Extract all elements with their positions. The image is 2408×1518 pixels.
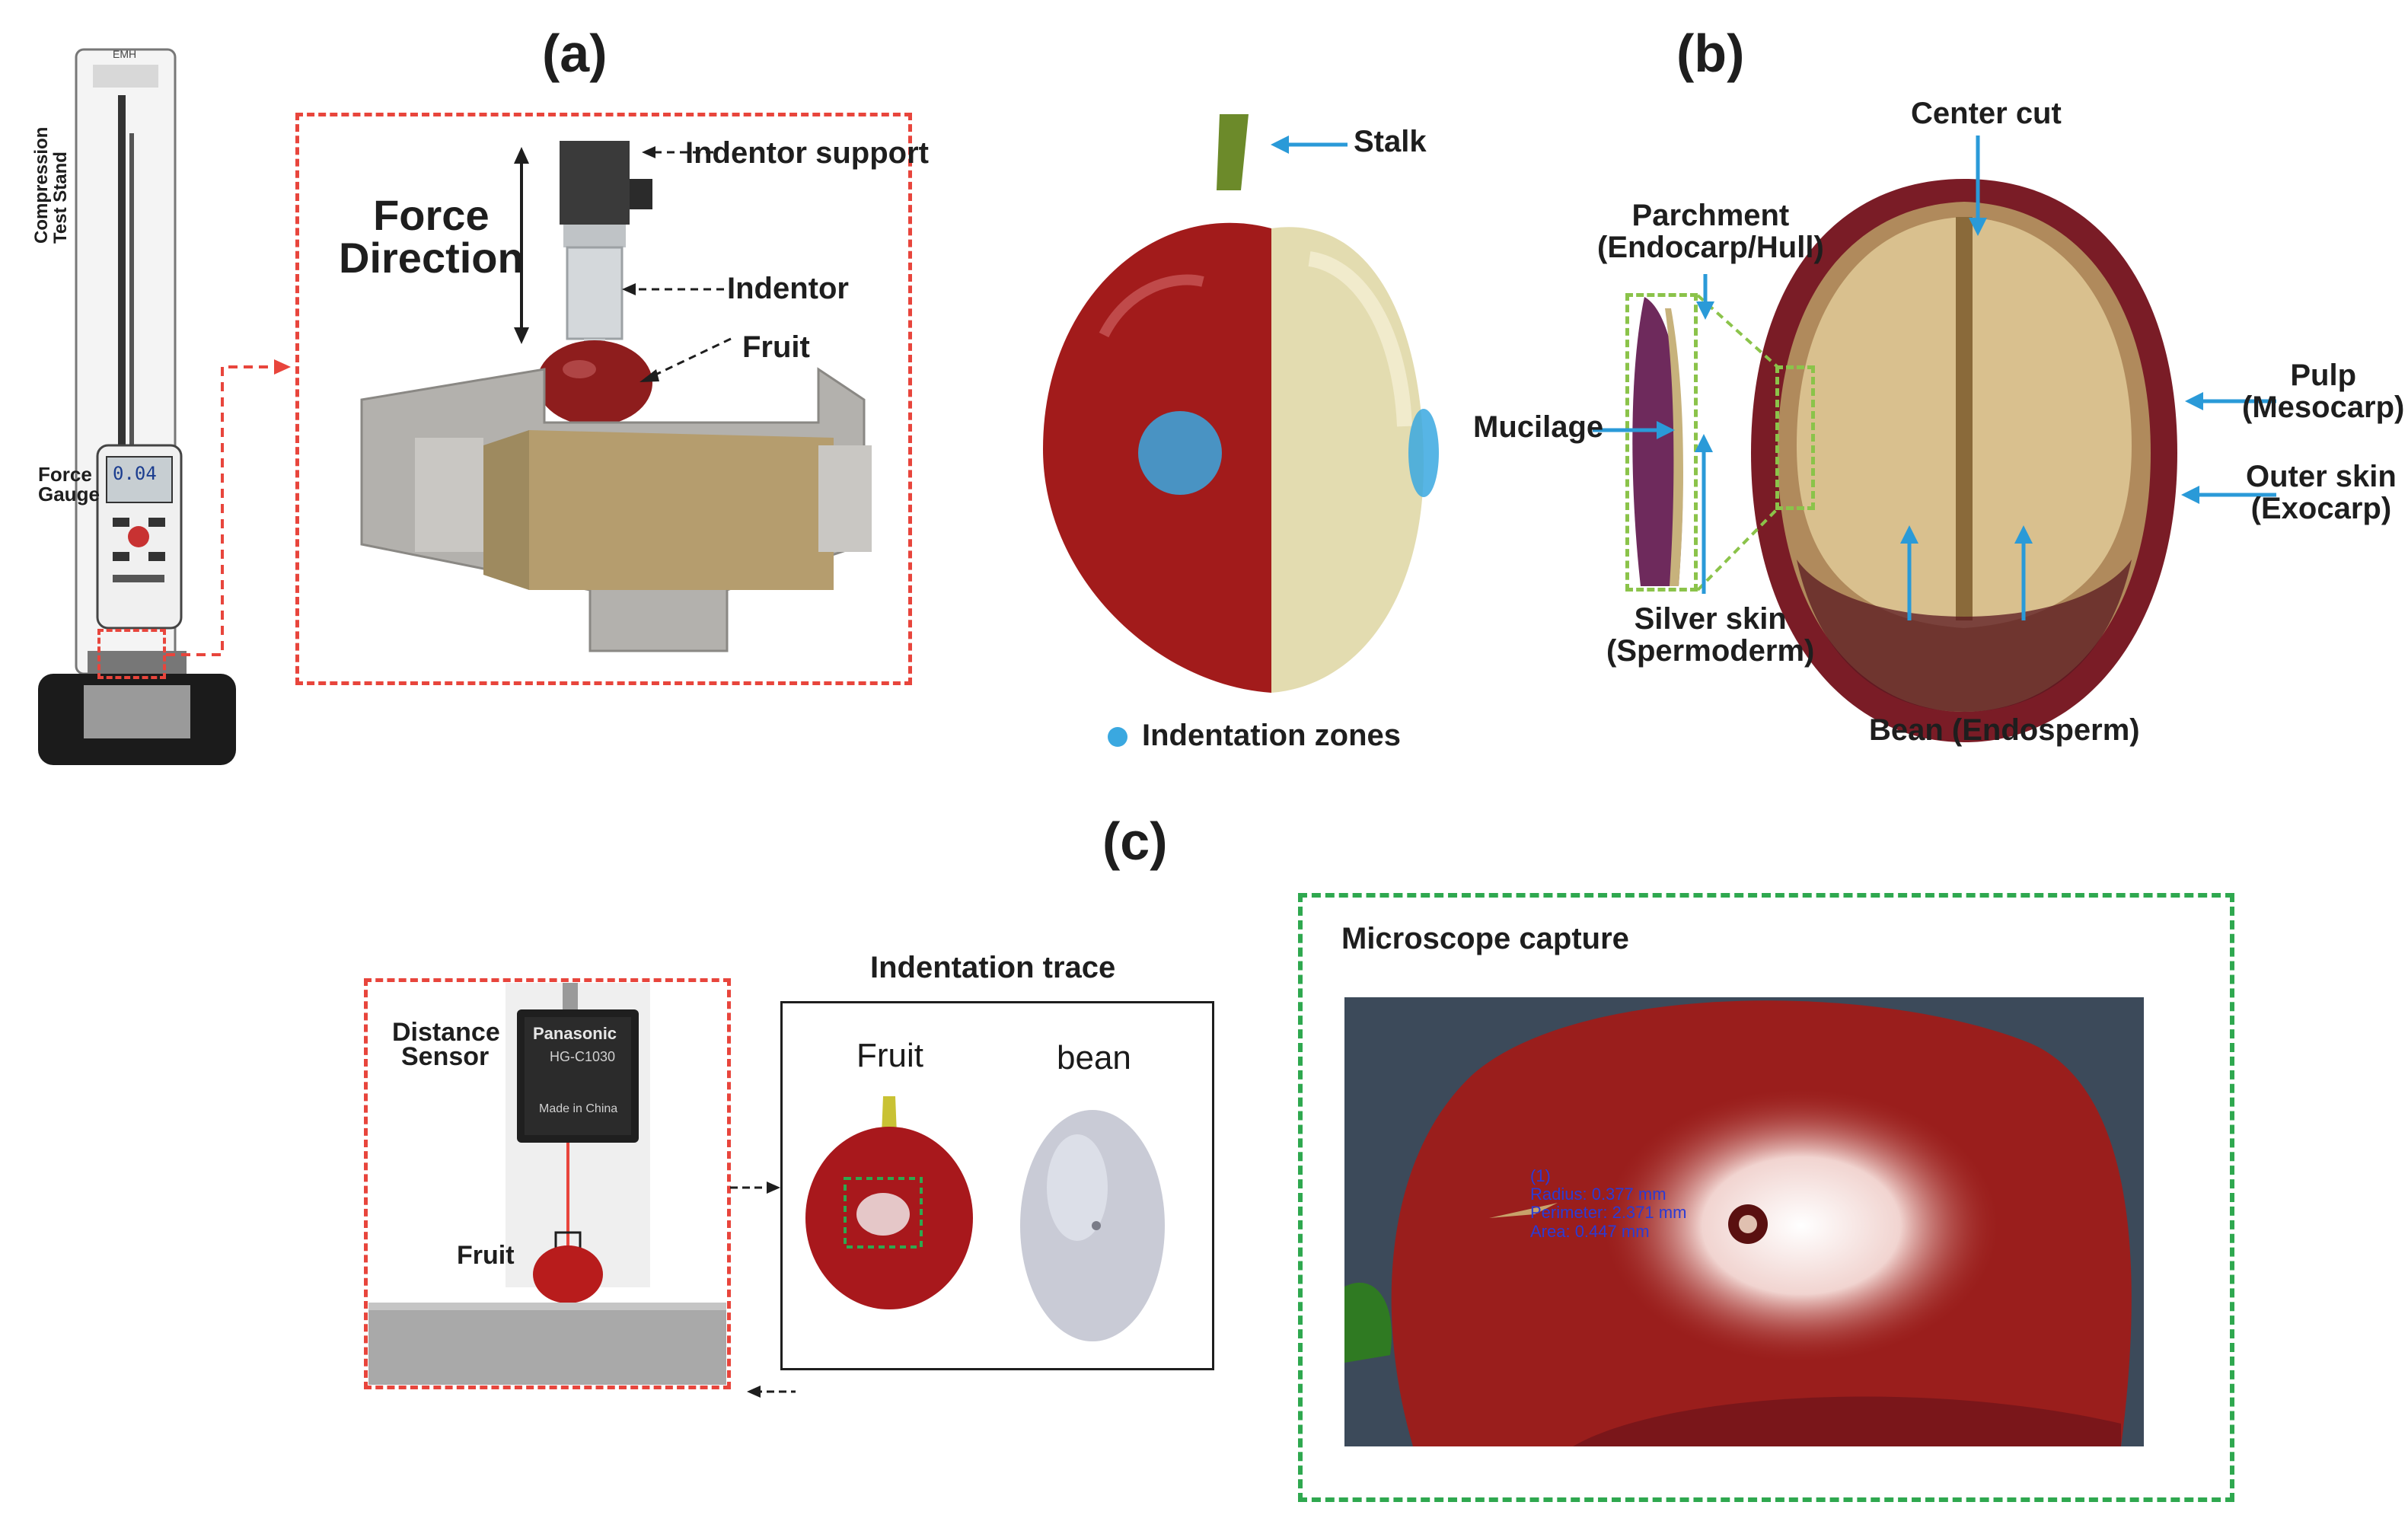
parchment-label: Parchment(Endocarp/Hull): [1597, 199, 1824, 264]
fruit-label-c: Fruit: [457, 1241, 515, 1270]
microscope-measurements: (1) Radius: 0.377 mm Perimeter: 2.371 mm…: [1530, 1166, 1687, 1241]
zoom-connector-a: [166, 359, 291, 656]
indentor-illustration: [360, 141, 872, 652]
microscope-image: [1344, 997, 2144, 1446]
indentor-support-label: Indentor support: [685, 136, 929, 170]
stalk-label: Stalk: [1354, 125, 1427, 158]
bean-label: Bean (Endosperm): [1869, 713, 2140, 747]
indentation-trace-box: [780, 1001, 1214, 1370]
panel-b-title: (b): [1676, 24, 1745, 83]
panel-b-arrows: [1593, 136, 2276, 620]
mucilage-label: Mucilage: [1473, 410, 1604, 444]
trace-bean-label: bean: [1057, 1039, 1131, 1076]
parchment-source-frame: [1775, 365, 1815, 510]
microscope-capture-title: Microscope capture: [1341, 922, 1629, 955]
stand-label: Compression Test Stand: [31, 126, 72, 244]
sensor-trace-arrows: [730, 1182, 796, 1398]
sensor-made: Made in China: [539, 1102, 618, 1115]
trace-fruit-label: Fruit: [856, 1037, 923, 1074]
center-cut-label: Center cut: [1911, 97, 2062, 130]
panel-c-title: (c): [1102, 812, 1168, 871]
coffee-cross-section: [1751, 179, 2177, 742]
fruit-label-a: Fruit: [742, 330, 810, 364]
stand-zoom-region: [97, 629, 166, 679]
indentor-zoom-box: [295, 113, 912, 685]
indentation-trace-title: Indentation trace: [870, 951, 1116, 984]
compression-test-stand: [23, 42, 244, 788]
coffee-fruit-cut: [1043, 114, 1439, 693]
sensor-model: HG-C1030: [550, 1049, 616, 1064]
indentation-zones-label: Indentation zones: [1142, 719, 1401, 752]
panel-a-title: (a): [542, 24, 608, 83]
stand-brand: EMH: [113, 48, 137, 60]
gauge-reading: 0.04: [113, 463, 157, 484]
pulp-label: Pulp(Mesocarp): [2242, 359, 2405, 424]
indentor-label: Indentor: [727, 272, 849, 305]
stalk-arrow: [1271, 136, 1348, 154]
distance-sensor-illustration: [368, 983, 726, 1385]
indentation-trace-illustration: [805, 1096, 1165, 1341]
silver-skin-label: Silver skin(Spermoderm): [1606, 602, 1815, 668]
outer-skin-label: Outer skin(Exocarp): [2246, 460, 2397, 525]
microscope-capture-box: [1298, 893, 2234, 1502]
sensor-brand: Panasonic: [533, 1024, 617, 1043]
parchment-inset: [1632, 297, 1683, 586]
distance-sensor-box: [364, 978, 731, 1389]
parchment-inset-frame: [1625, 293, 1698, 592]
indentation-zone-dot-icon: [1108, 727, 1127, 747]
